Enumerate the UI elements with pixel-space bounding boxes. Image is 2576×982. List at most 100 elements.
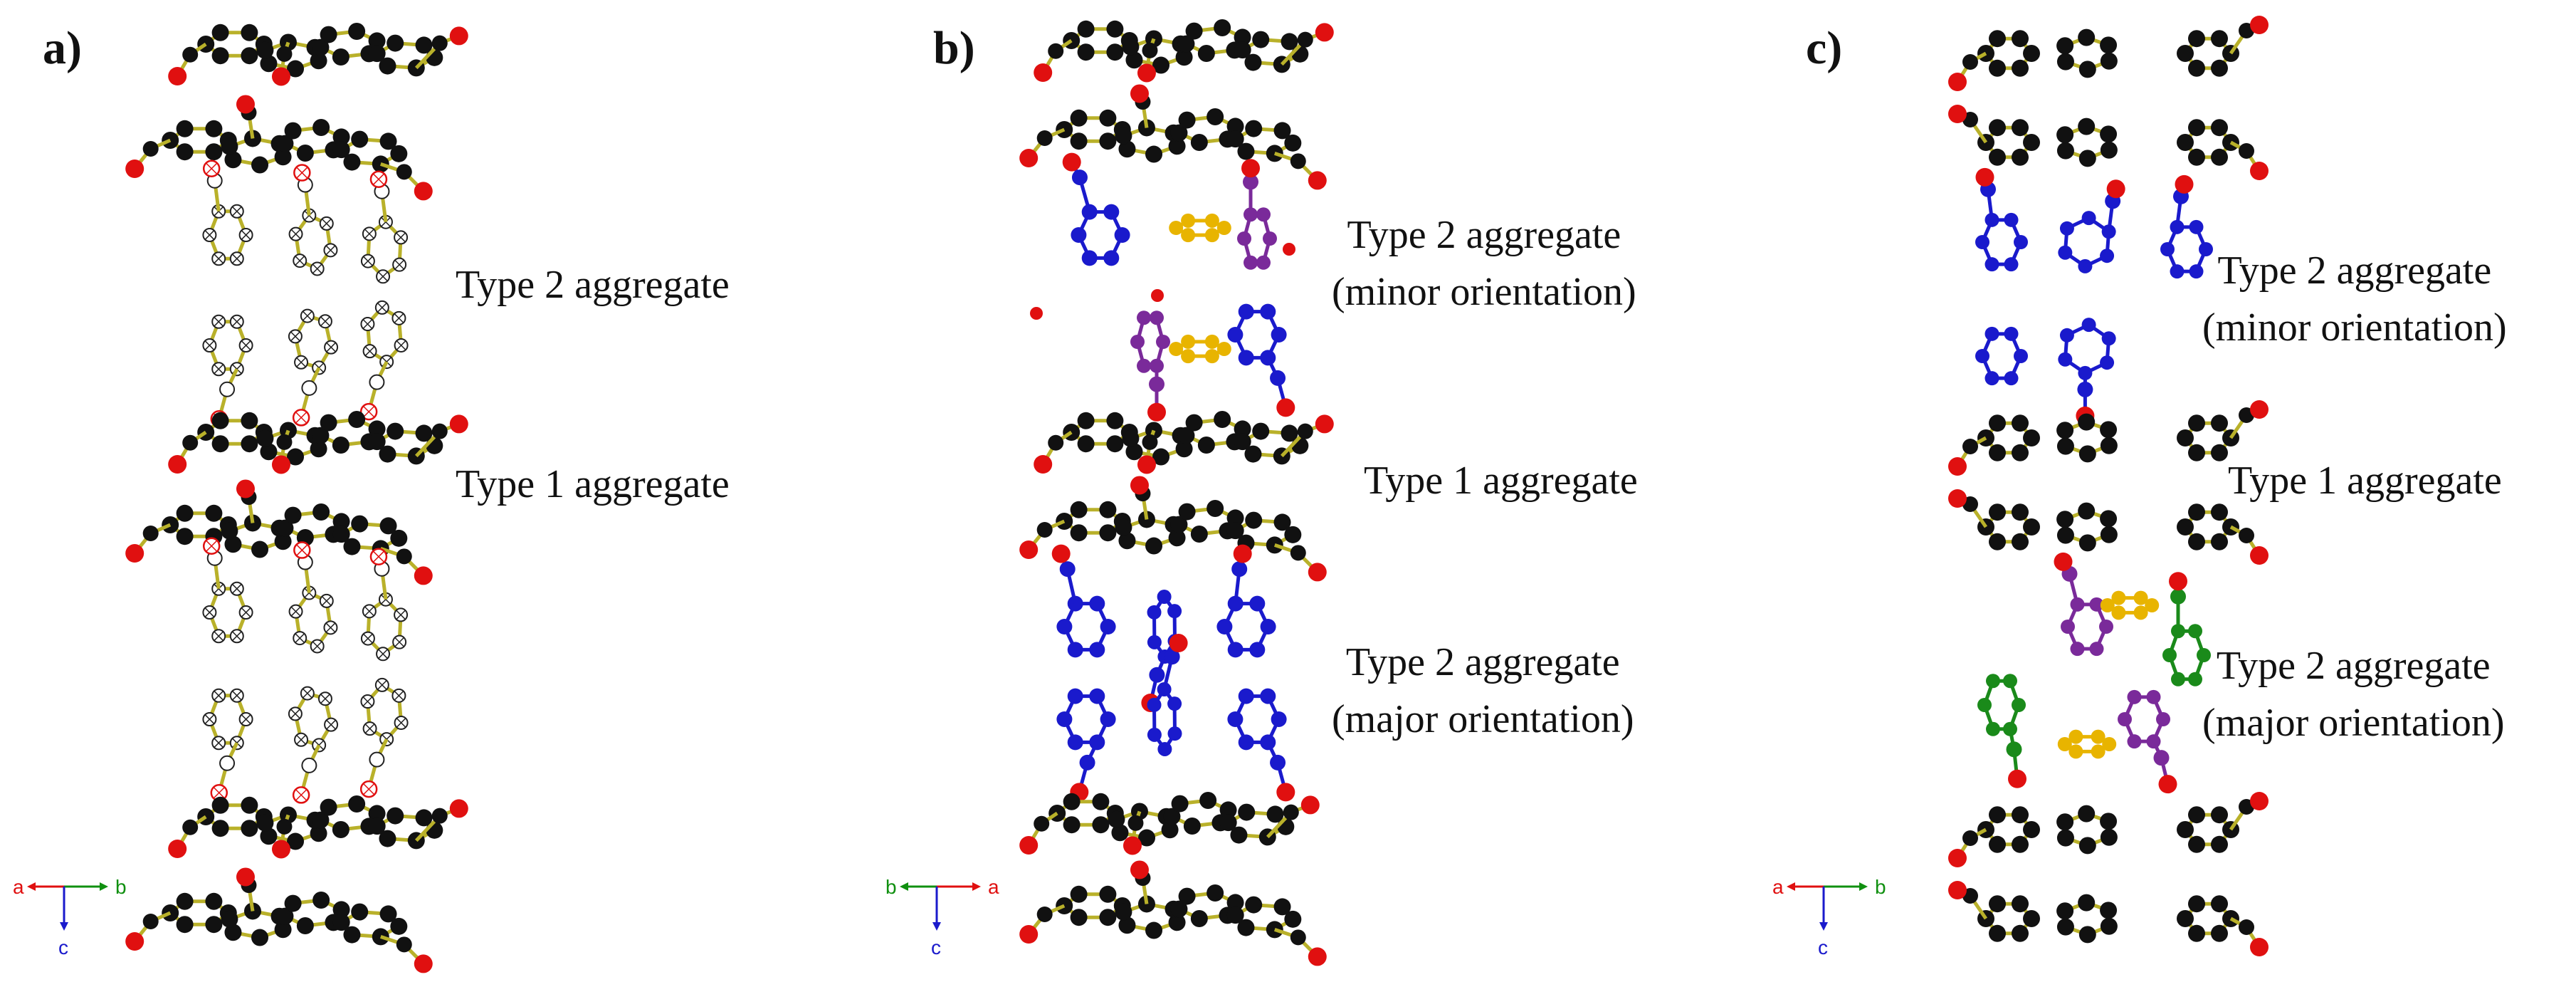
- atom-mark: [241, 714, 251, 724]
- atom-carbon: [1227, 327, 1244, 343]
- atom-carbon: [1284, 526, 1302, 543]
- atom-carbon: [1273, 122, 1291, 140]
- atom-carbon: [211, 23, 229, 41]
- atom-carbon: [1204, 228, 1219, 243]
- atom-carbon: [1219, 801, 1237, 819]
- atom-carbon: [332, 436, 349, 454]
- atom-mark: [373, 551, 384, 563]
- atom-mark: [296, 734, 306, 745]
- atom-carbon: [2100, 355, 2115, 370]
- axis-orientation-indicator: a b c: [13, 876, 127, 959]
- atom-carbon: [2099, 620, 2113, 634]
- atom-carbon: [2127, 689, 2142, 704]
- axis-label-left: b: [885, 876, 897, 898]
- atom-carbon: [368, 45, 386, 63]
- atom-carbon: [310, 52, 327, 70]
- atom-carbon: [2089, 597, 2104, 612]
- atom-carbon: [1167, 726, 1182, 741]
- atom-carbon: [1290, 153, 1306, 169]
- atom-carbon: [1115, 903, 1132, 921]
- atom-carbon: [1989, 895, 2006, 913]
- atom-carbon: [1063, 793, 1081, 810]
- atom-oxygen: [125, 160, 144, 178]
- atom-mark: [303, 310, 312, 321]
- atom-carbon: [256, 429, 274, 447]
- atom-carbon: [1181, 213, 1196, 228]
- atom-carbon: [241, 820, 258, 837]
- atom-mark: [231, 690, 242, 701]
- atom-carbon: [2156, 712, 2170, 726]
- atom-carbon: [142, 914, 159, 929]
- atom-carbon: [1962, 54, 1978, 70]
- atom-carbon: [1152, 56, 1170, 74]
- atom-carbon: [251, 540, 269, 558]
- atom-carbon: [2177, 821, 2194, 838]
- atom-mark: [394, 637, 404, 647]
- atom-mark: [206, 540, 217, 552]
- atom-carbon: [2177, 429, 2194, 446]
- caption-type2-major: Type 2 aggregate (major orientation): [2202, 637, 2505, 751]
- atom-oxygen: [449, 414, 468, 434]
- atom-carbon: [1260, 303, 1276, 320]
- atom-carbon: [274, 533, 292, 550]
- atom-oxygen: [1130, 860, 1149, 879]
- atom-carbon: [2078, 926, 2096, 944]
- atom-carbon: [1081, 250, 1098, 266]
- atom-carbon: [1185, 22, 1203, 40]
- atom-mark: [214, 787, 225, 798]
- atom-carbon: [1067, 688, 1083, 704]
- atom-mark: [321, 596, 332, 606]
- atom-carbon: [176, 892, 194, 910]
- axis-orientation-indicator: a b c: [1772, 876, 1886, 959]
- atom-carbon: [2153, 750, 2170, 766]
- atom-carbon: [1164, 649, 1180, 665]
- atom-oxygen: [1019, 540, 1039, 559]
- atom-carbon: [182, 819, 199, 835]
- atom-mark: [378, 649, 388, 659]
- atom-carbon: [1238, 303, 1254, 320]
- atom-carbon: [1226, 522, 1244, 540]
- atom-carbon: [2056, 126, 2074, 144]
- atom-carbon: [1977, 698, 1992, 712]
- atom-carbon: [1089, 642, 1105, 658]
- atom-oxygen: [236, 867, 255, 887]
- crystal-packing-diagram: [125, 23, 468, 973]
- atom-carbon: [2004, 371, 2019, 386]
- atom-oxygen: [1019, 836, 1039, 855]
- atom-carbon: [221, 910, 238, 928]
- atom-carbon: [1252, 422, 1270, 440]
- atom-carbon: [2012, 414, 2029, 432]
- atom-carbon: [2177, 910, 2194, 927]
- atom-carbon: [369, 374, 385, 390]
- atom-carbon: [320, 26, 337, 43]
- atom-carbon: [1122, 38, 1140, 56]
- atom-oxygen: [1034, 455, 1053, 474]
- atom-carbon: [251, 929, 269, 946]
- atom-carbon: [1989, 414, 2006, 432]
- atom-carbon: [284, 122, 302, 140]
- atom-mark: [325, 622, 336, 633]
- atom-carbon: [1070, 524, 1088, 542]
- caption-line: Type 2 aggregate: [1347, 213, 1621, 257]
- atom-carbon: [2056, 422, 2074, 439]
- atom-carbon: [2100, 36, 2118, 54]
- atom-mark: [362, 696, 373, 706]
- atom-carbon: [2188, 119, 2205, 137]
- atom-carbon: [1214, 411, 1231, 429]
- atom-carbon: [390, 529, 408, 547]
- atom-carbon: [176, 143, 194, 161]
- atom-mark: [204, 607, 215, 617]
- atom-carbon: [2188, 30, 2205, 48]
- atom-carbon: [2081, 318, 2096, 333]
- atom-carbon: [2012, 30, 2029, 48]
- atom-carbon: [2160, 242, 2175, 256]
- atom-carbon: [2239, 919, 2254, 935]
- atom-carbon: [2199, 242, 2213, 256]
- caption-line: Type 2 aggregate: [456, 263, 730, 307]
- atom-carbon: [1089, 688, 1105, 704]
- atom-carbon: [2012, 119, 2029, 137]
- atom-carbon: [1989, 503, 2006, 521]
- atom-carbon: [1138, 829, 1156, 847]
- atom-carbon: [1149, 376, 1165, 392]
- atom-carbon: [2056, 902, 2074, 920]
